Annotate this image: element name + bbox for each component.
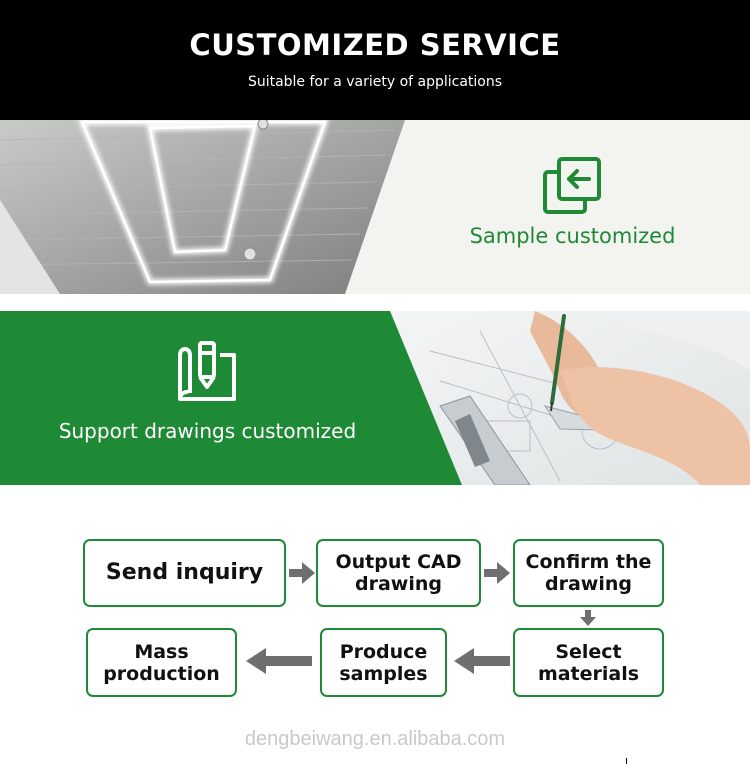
header-banner: CUSTOMIZED SERVICE Suitable for a variet… bbox=[0, 0, 750, 120]
step-send-inquiry: Send inquiry bbox=[83, 539, 286, 607]
sample-customized-label: Sample customized bbox=[469, 224, 676, 248]
step-mass-production: Mass production bbox=[86, 628, 237, 697]
step-mass-production-label: Mass production bbox=[103, 640, 220, 685]
drawings-customized-label: Support drawings customized bbox=[58, 419, 357, 443]
drawings-customized-section: Support drawings customized bbox=[0, 311, 750, 485]
divider bbox=[626, 758, 627, 764]
copy-back-arrow-icon bbox=[543, 157, 601, 214]
arrow-left-icon bbox=[246, 648, 312, 674]
page-title: CUSTOMIZED SERVICE bbox=[189, 28, 561, 62]
arrow-right-icon bbox=[484, 562, 510, 584]
page-subtitle: Suitable for a variety of applications bbox=[247, 74, 503, 90]
step-send-inquiry-label: Send inquiry bbox=[105, 560, 264, 585]
arrow-down-icon bbox=[580, 610, 596, 626]
arrow-right-icon bbox=[289, 562, 315, 584]
sample-customized-section: Sample customized bbox=[0, 120, 750, 294]
step-produce-samples-label: Produce samples bbox=[339, 640, 428, 685]
step-produce-samples: Produce samples bbox=[320, 628, 447, 697]
blueprint-pen-icon bbox=[178, 341, 236, 401]
step-select-materials: Select materials bbox=[513, 628, 664, 697]
ceiling-lights-photo bbox=[0, 120, 405, 294]
step-confirm-drawing-label: Confirm the drawing bbox=[525, 551, 652, 595]
step-output-cad: Output CAD drawing bbox=[316, 539, 481, 607]
arrow-left-icon bbox=[454, 648, 510, 674]
step-confirm-drawing: Confirm the drawing bbox=[513, 539, 664, 607]
step-select-materials-label: Select materials bbox=[537, 640, 640, 685]
watermark: dengbeiwang.en.alibaba.com bbox=[244, 728, 506, 750]
technical-drawing-photo bbox=[0, 311, 750, 485]
step-output-cad-label: Output CAD drawing bbox=[335, 551, 462, 595]
